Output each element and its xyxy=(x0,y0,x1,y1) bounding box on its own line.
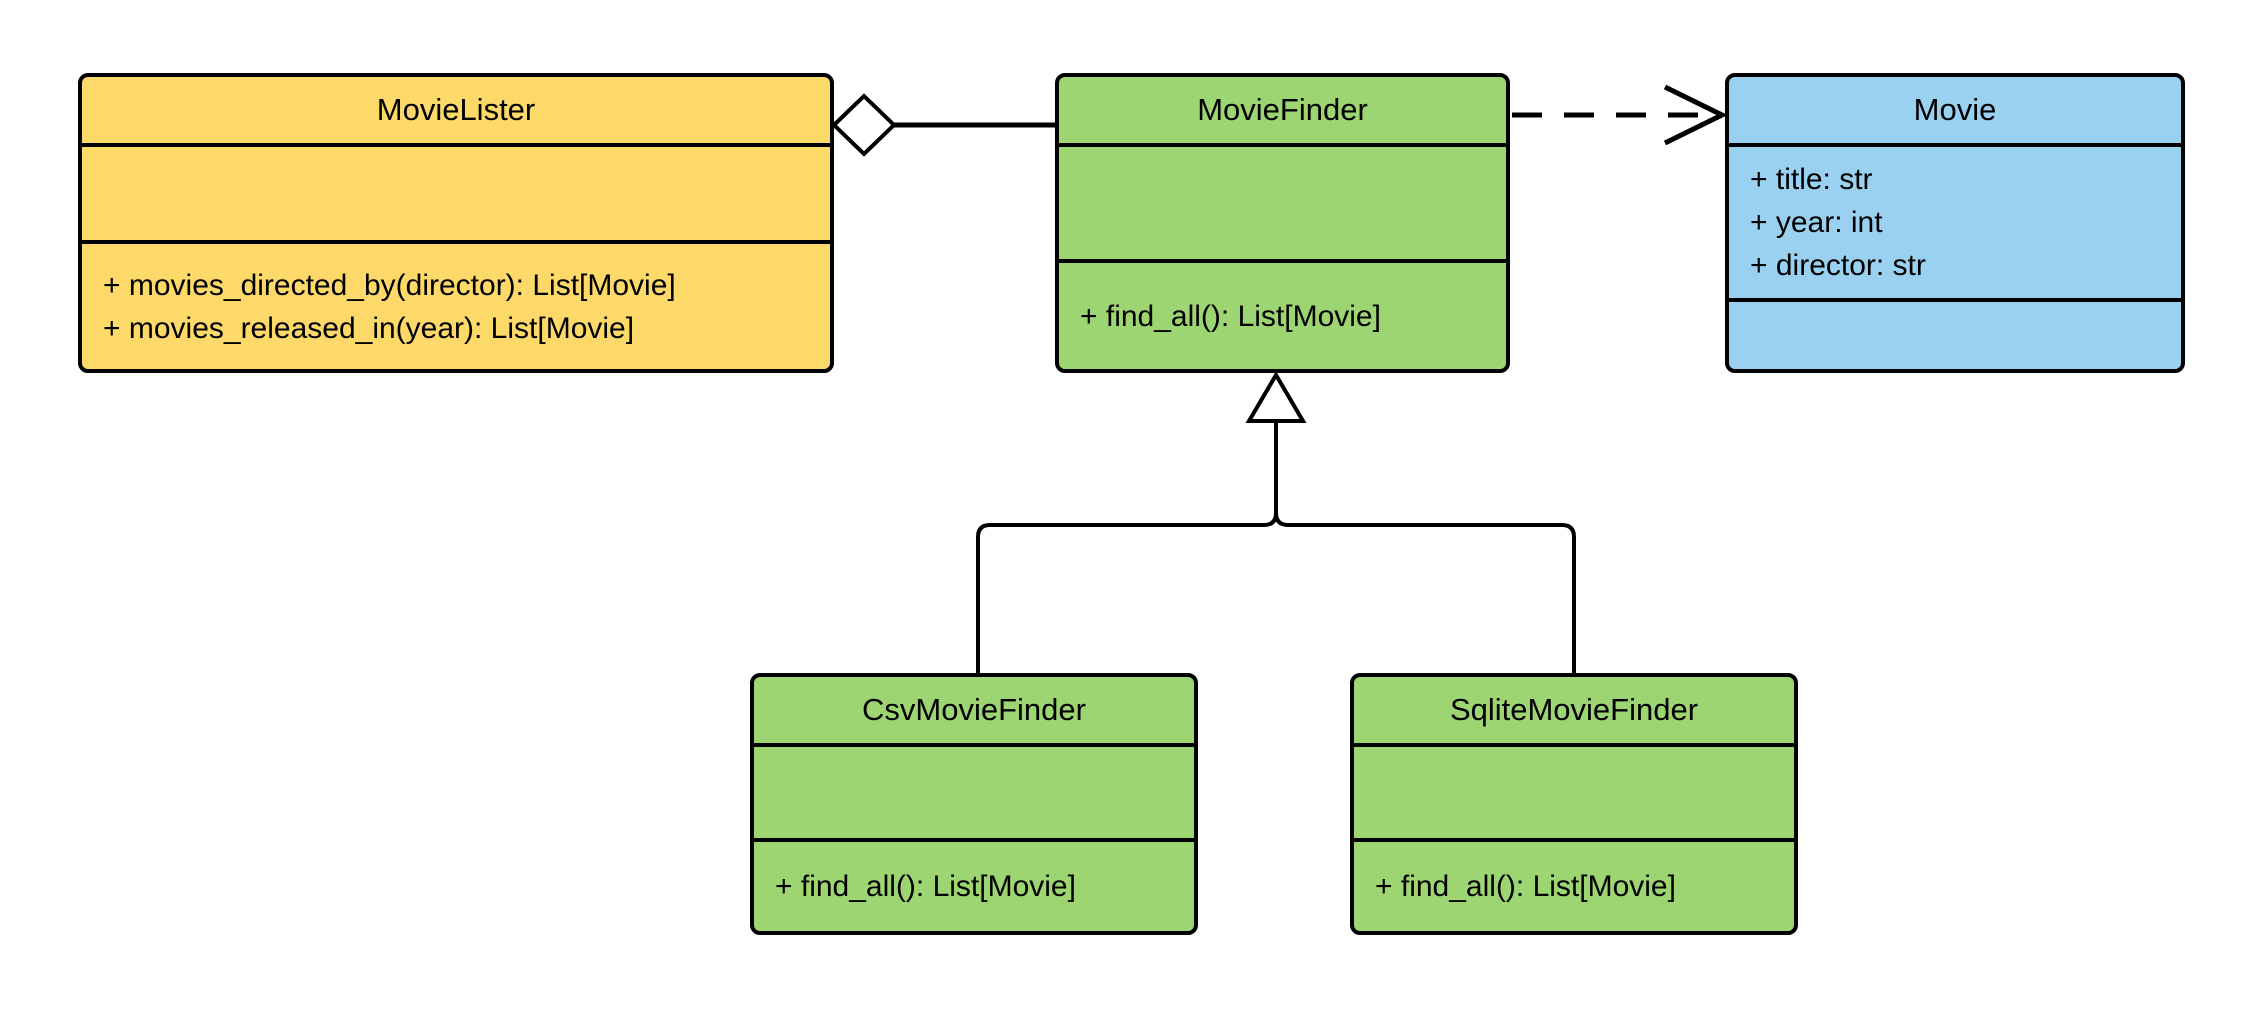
class-sqlite-movie-finder-methods: + find_all(): List[Movie] xyxy=(1354,838,1794,931)
generalization-triangle-icon xyxy=(1245,371,1307,423)
attribute-row: + title: str xyxy=(1750,163,1873,196)
generalization-branch-right xyxy=(1274,421,1576,675)
class-csv-movie-finder-attributes xyxy=(754,743,1194,838)
class-sqlite-movie-finder-attributes xyxy=(1354,743,1794,838)
method-row: + find_all(): List[Movie] xyxy=(775,870,1076,903)
generalization-branch-left xyxy=(976,421,1278,675)
class-movie-header: Movie xyxy=(1729,77,2181,143)
method-row: + find_all(): List[Movie] xyxy=(1080,299,1381,333)
class-title: MovieFinder xyxy=(1197,92,1368,127)
class-csv-movie-finder: CsvMovieFinder + find_all(): List[Movie] xyxy=(750,673,1198,935)
class-movie-finder: MovieFinder + find_all(): List[Movie] xyxy=(1055,73,1510,373)
class-movie-lister-header: MovieLister xyxy=(82,77,830,143)
class-sqlite-movie-finder: SqliteMovieFinder + find_all(): List[Mov… xyxy=(1350,673,1798,935)
class-movie: Movie + title: str + year: int + directo… xyxy=(1725,73,2185,373)
class-movie-lister: MovieLister + movies_directed_by(directo… xyxy=(78,73,834,373)
method-row: + movies_directed_by(director): List[Mov… xyxy=(103,268,676,302)
class-title: Movie xyxy=(1913,92,1997,127)
class-movie-lister-methods: + movies_directed_by(director): List[Mov… xyxy=(82,240,830,369)
class-csv-movie-finder-methods: + find_all(): List[Movie] xyxy=(754,838,1194,931)
method-row: + find_all(): List[Movie] xyxy=(1375,870,1676,903)
class-title: CsvMovieFinder xyxy=(862,692,1086,727)
attribute-row: + year: int xyxy=(1750,206,1883,239)
class-movie-finder-attributes xyxy=(1059,143,1506,259)
dependency-arrowhead-icon xyxy=(1663,84,1728,146)
class-movie-attributes: + title: str + year: int + director: str xyxy=(1729,143,2181,298)
class-movie-methods xyxy=(1729,298,2181,369)
class-title: SqliteMovieFinder xyxy=(1449,692,1699,727)
class-title: MovieLister xyxy=(376,92,536,127)
class-movie-finder-header: MovieFinder xyxy=(1059,77,1506,143)
class-csv-movie-finder-header: CsvMovieFinder xyxy=(754,677,1194,743)
method-row: + movies_released_in(year): List[Movie] xyxy=(103,311,635,345)
class-movie-finder-methods: + find_all(): List[Movie] xyxy=(1059,259,1506,369)
class-movie-lister-attributes xyxy=(82,143,830,240)
aggregation-diamond-icon xyxy=(831,93,897,157)
attribute-row: + director: str xyxy=(1750,249,1926,282)
class-sqlite-movie-finder-header: SqliteMovieFinder xyxy=(1354,677,1794,743)
